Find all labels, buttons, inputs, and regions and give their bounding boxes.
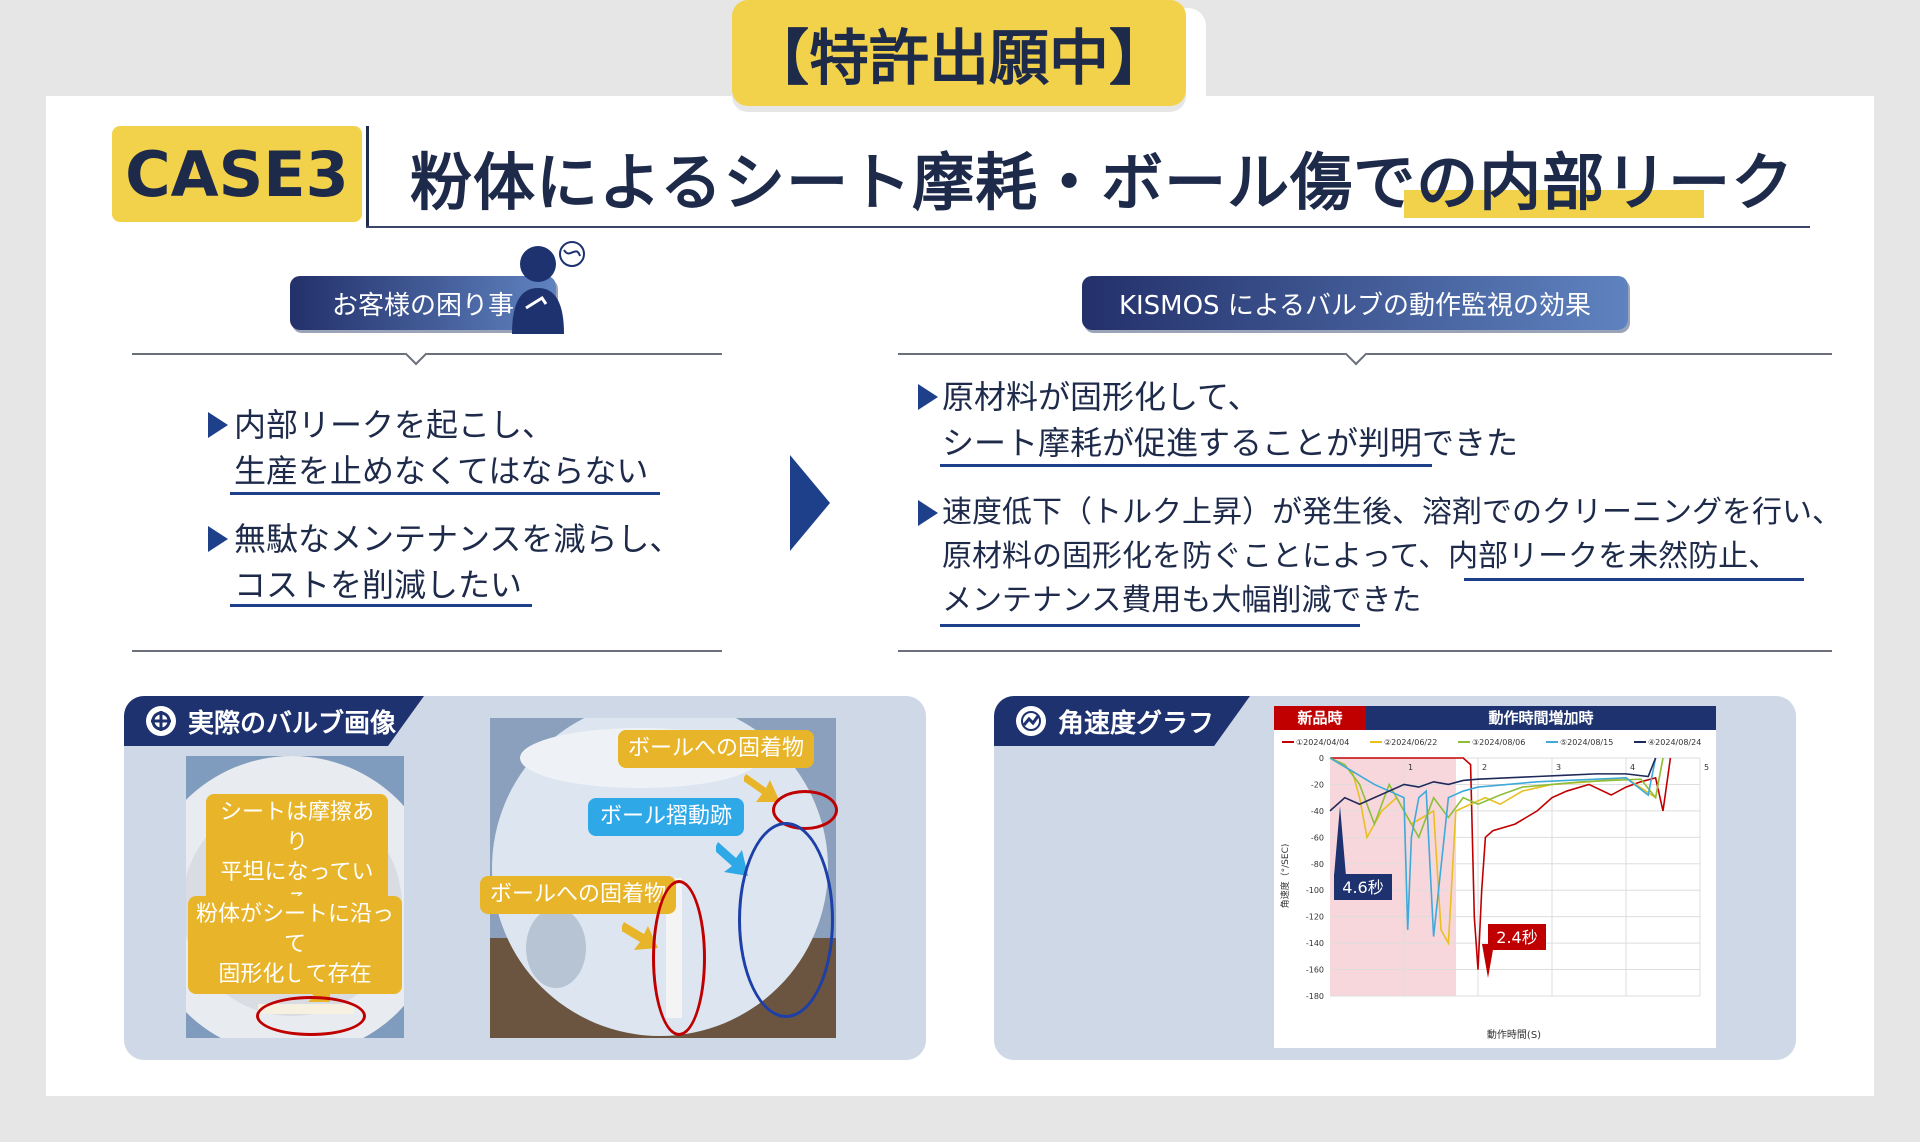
seat-callout-2-line2: 固形化して存在 (218, 962, 372, 987)
x-tick-label: 1 (1408, 763, 1413, 772)
bullet-marker (208, 526, 228, 552)
title-underline (366, 226, 1810, 228)
legend-label-3: ③2024/08/06 (1472, 738, 1525, 747)
annotation-2: 2.4秒 (1496, 928, 1537, 947)
ball-deposit-arrow-icon (622, 922, 658, 950)
bullet-marker (208, 412, 228, 438)
angular-velocity-tab-label: 角速度グラフ (1058, 708, 1215, 739)
left-bullet-2-underline (230, 604, 532, 607)
trend-chart-icon (1016, 706, 1046, 736)
case-label: CASE3 (112, 126, 362, 222)
seat-arrow-icon (300, 968, 330, 1002)
legend-label-4: ⑤2024/08/15 (1560, 738, 1613, 747)
chart-ticks: 0 -20 -40 -60 -80 -100 -120 -140 -160 -180 1 2 3 4 5 (1306, 754, 1709, 1001)
annotation-box-2 (1488, 924, 1546, 950)
y-tick-label: -100 (1306, 886, 1324, 895)
right-bullet-1-underline (940, 464, 1432, 467)
right-bullet-2-line3: メンテナンス費用も大幅削減できた (942, 583, 1422, 618)
series-line-4 (1329, 757, 1657, 937)
y-axis-label: 角速度（°/SEC) (1279, 844, 1291, 909)
customer-issues-pill: お客様の困り事 (290, 276, 556, 330)
header-new-bg (1274, 706, 1366, 730)
y-tick-label: -160 (1306, 966, 1324, 975)
left-bullet-1-line1: 内部リークを起こし、 (234, 406, 555, 444)
ball-slide-highlight-ring (738, 822, 834, 1018)
flow-arrow-icon (790, 455, 830, 551)
series-line-1 (1330, 757, 1672, 970)
x-axis-label: 動作時間(S) (1487, 1028, 1541, 1041)
y-tick-label: -80 (1311, 860, 1324, 869)
x-tick-label: 5 (1704, 763, 1709, 772)
seat-callout-2: 粉体がシートに沿って 固形化して存在 (188, 896, 402, 994)
legend-label-1: ①2024/04/04 (1296, 738, 1349, 747)
seat-callout-2-line1: 粉体がシートに沿って (195, 902, 394, 957)
left-bullet-1-line2: 生産を止めなくてはならない (234, 452, 649, 490)
bullet-marker (918, 384, 938, 410)
right-bottom-rule (898, 650, 1832, 652)
ball-slide-arrow-icon (716, 842, 748, 876)
y-tick-label: 0 (1319, 754, 1324, 763)
left-bottom-rule (132, 650, 722, 652)
valve-image-tab-label: 実際のバルブ画像 (188, 708, 397, 739)
y-tick-label: -180 (1306, 992, 1324, 1001)
kismos-effect-pill: KISMOS によるバルブの動作監視の効果 (1082, 276, 1628, 330)
valve-icon (146, 706, 176, 736)
left-bullet-1-underline (230, 492, 660, 495)
header-increase-bg (1366, 706, 1716, 730)
header-increase-label: 動作時間増加時 (1488, 709, 1593, 727)
case-divider (366, 126, 369, 226)
bullet-marker (918, 500, 938, 526)
x-tick-label: 2 (1482, 763, 1487, 772)
right-bullet-2-underline-a (1464, 578, 1804, 581)
seat-highlight-ring (256, 996, 366, 1036)
ball-callout-1: ボールへの固着物 (618, 730, 814, 768)
right-bullet-1-line1: 原材料が固形化して、 (942, 378, 1260, 416)
series-line-3 (1329, 757, 1664, 840)
angular-velocity-chart: 新品時 動作時間増加時 ①2024/04/04 ②2024/06/22 ③2024/… (1274, 706, 1716, 1041)
angular-velocity-tab: 角速度グラフ (994, 696, 1250, 746)
annotation-pointer-2 (1482, 944, 1494, 978)
y-tick-label: -20 (1311, 780, 1324, 789)
worried-person-icon (512, 241, 585, 334)
x-tick-label: 4 (1630, 763, 1635, 772)
annotation-box-1 (1334, 874, 1392, 900)
right-bullet-2-line1: 速度低下（トルク上昇）が発生後、溶剤でのクリーニングを行い、 (942, 495, 1842, 530)
ball-callout-3: ボールへの固着物 (480, 876, 676, 914)
page-title: 粉体によるシート摩耗・ボール傷での内部リーク (410, 146, 1795, 219)
ball-arrow-icon (744, 774, 780, 802)
y-tick-label: -120 (1306, 913, 1324, 922)
header-new-label: 新品時 (1297, 709, 1342, 727)
title-highlight (1404, 190, 1704, 218)
legend-label-2: ②2024/06/22 (1384, 738, 1437, 747)
ball-top-highlight-ring (772, 790, 838, 830)
left-bullet-2-line1: 無駄なメンテナンスを減らし、 (234, 520, 682, 558)
valve-image-tab: 実際のバルブ画像 (124, 696, 424, 746)
x-tick-label: 3 (1556, 763, 1561, 772)
chart-legend: ①2024/04/04 ②2024/06/22 ③2024/08/06 ⑤2024/0… (1282, 738, 1701, 747)
right-bullet-2-underline-b (940, 624, 1360, 627)
series-line-5 (1329, 757, 1657, 812)
right-bullet-1-line2: シート摩耗が促進することが判明できた (942, 424, 1519, 462)
seat-callout-1-line1: シートは摩擦あり (219, 800, 374, 855)
annotation-pointer-1 (1334, 806, 1346, 876)
chart-series (1329, 757, 1672, 970)
ball-callout-2: ボール摺動跡 (588, 798, 744, 836)
patent-pending-badge: 【特許出願中】 (732, 0, 1186, 106)
left-bullet-2-line2: コストを削減したい (234, 566, 523, 604)
y-tick-label: -140 (1306, 939, 1324, 948)
right-bullet-2-line2: 原材料の固形化を防ぐことによって、内部リークを未然防止、 (942, 539, 1779, 574)
legend-label-5: ④2024/08/24 (1648, 738, 1701, 747)
y-tick-label: -60 (1311, 833, 1324, 842)
annotation-1: 4.6秒 (1342, 878, 1383, 897)
ball-deposit-highlight-ring (652, 880, 706, 1036)
y-tick-label: -40 (1311, 807, 1324, 816)
